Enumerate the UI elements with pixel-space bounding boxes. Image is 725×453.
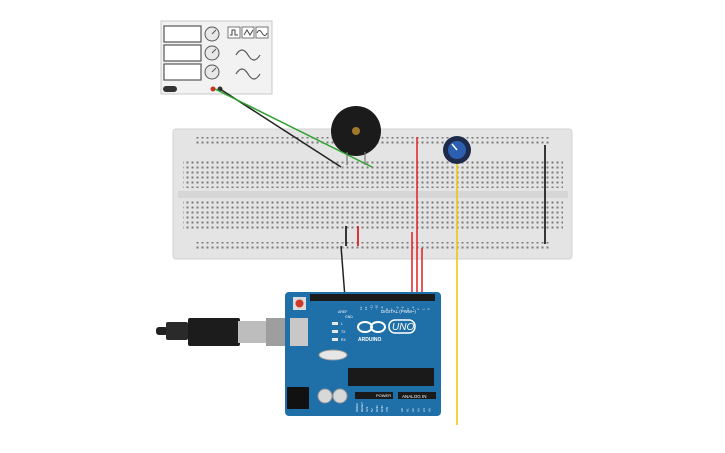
digital-pin-label: ~11 [369,305,373,310]
reset-button[interactable] [295,299,304,308]
digital-pins-label: DIGITAL (PWM~) [381,309,416,314]
generator-display-1 [163,25,202,43]
tx-label: TX [341,330,346,334]
gnd-label: GND [345,315,353,319]
generator-display-3 [163,63,202,81]
breadboard-upper-strip [183,160,563,188]
digital-pin-label: ~10 [375,305,379,310]
power-pin-label: RESET [360,402,364,412]
usb-connector [238,321,268,343]
arduino-uno-board[interactable]: ARDUINO UNO DIGITAL (PWM~) ANALOG IN POW… [285,292,441,416]
piezo-buzzer[interactable] [331,106,381,156]
l-led-label: L [341,322,343,326]
digital-header[interactable] [310,294,435,301]
buzzer-center [352,127,360,135]
analog-header[interactable] [398,392,436,399]
usb-cable[interactable] [156,318,292,346]
digital-pin-label: ~3 [411,306,415,310]
square-wave-button[interactable] [227,26,241,39]
breadboard-lower-strip [183,201,563,229]
function-generator[interactable] [160,20,273,95]
power-pin-label: VIN [385,407,389,412]
digital-pin-label: 2 [416,308,420,310]
breadboard-bottom-rail [195,242,550,251]
digital-pin-label: 0 [427,308,431,310]
analog-in-label: ANALOG IN [402,394,427,399]
power-pin-label: IOREF [355,403,359,412]
power-header[interactable] [355,392,393,399]
potentiometer[interactable] [443,136,471,164]
generator-terminal-positive[interactable] [210,86,216,92]
power-pin-label: 5V [370,408,374,412]
digital-pin-label: ~9 [380,306,384,310]
digital-pin-label: ~6 [395,306,399,310]
generator-power-switch[interactable] [163,86,177,92]
digital-pin-label: 7 [390,308,394,310]
analog-pin-label: A0 [400,408,404,412]
atmega-chip [348,368,434,386]
generator-display-2 [163,44,202,62]
uno-model-label: UNO [392,322,414,333]
wires [214,88,546,425]
triangle-wave-icon [243,29,254,36]
sine-wave-icon [256,30,268,36]
digital-pin-label: 13 [359,306,363,310]
arduino-brand-label: ARDUINO [358,337,381,343]
analog-pin-label: A4 [422,408,426,412]
digital-pin-label: 1 [421,308,425,310]
power-pin-label: 3V3 [365,406,369,412]
analog-pin-label: A1 [406,408,410,412]
breadboard[interactable] [172,128,573,260]
breadboard-channel [178,191,568,198]
wire-black-gnd[interactable] [340,245,346,299]
digital-pin-label: 8 [385,308,389,310]
power-jack [287,387,309,409]
digital-pin-label: 4 [406,308,410,310]
power-label: POWER [376,393,391,398]
power-pin-label: GND [380,405,384,413]
analog-pin-label: A5 [428,408,432,412]
rx-label: RX [341,338,347,342]
digital-pin-label: 12 [364,306,368,310]
power-pin-label: GND [375,405,379,413]
usb-plug [188,318,240,346]
square-wave-icon [230,29,238,36]
analog-pin-label: A3 [417,408,421,412]
analog-pin-label: A2 [411,408,415,412]
aref-label: AREF [338,310,347,314]
wire-green-generator[interactable] [214,88,373,168]
digital-pin-label: ~5 [401,306,405,310]
